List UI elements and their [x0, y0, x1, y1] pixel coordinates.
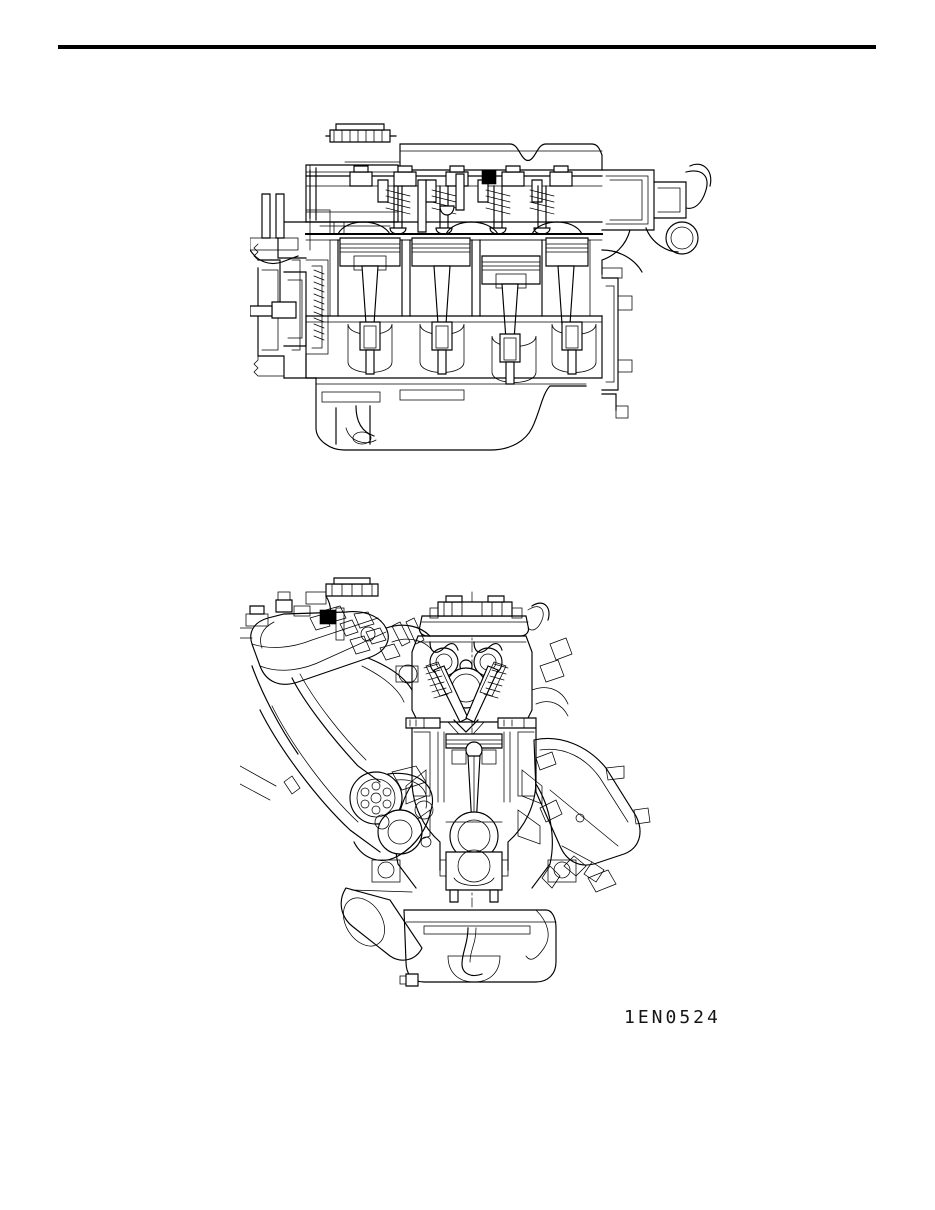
figure-engine-longitudinal-section [250, 110, 720, 510]
header-rule [58, 45, 876, 49]
figure-id-label: 1EN0524 [624, 1007, 721, 1028]
figure-engine-transverse-section [240, 570, 660, 1000]
